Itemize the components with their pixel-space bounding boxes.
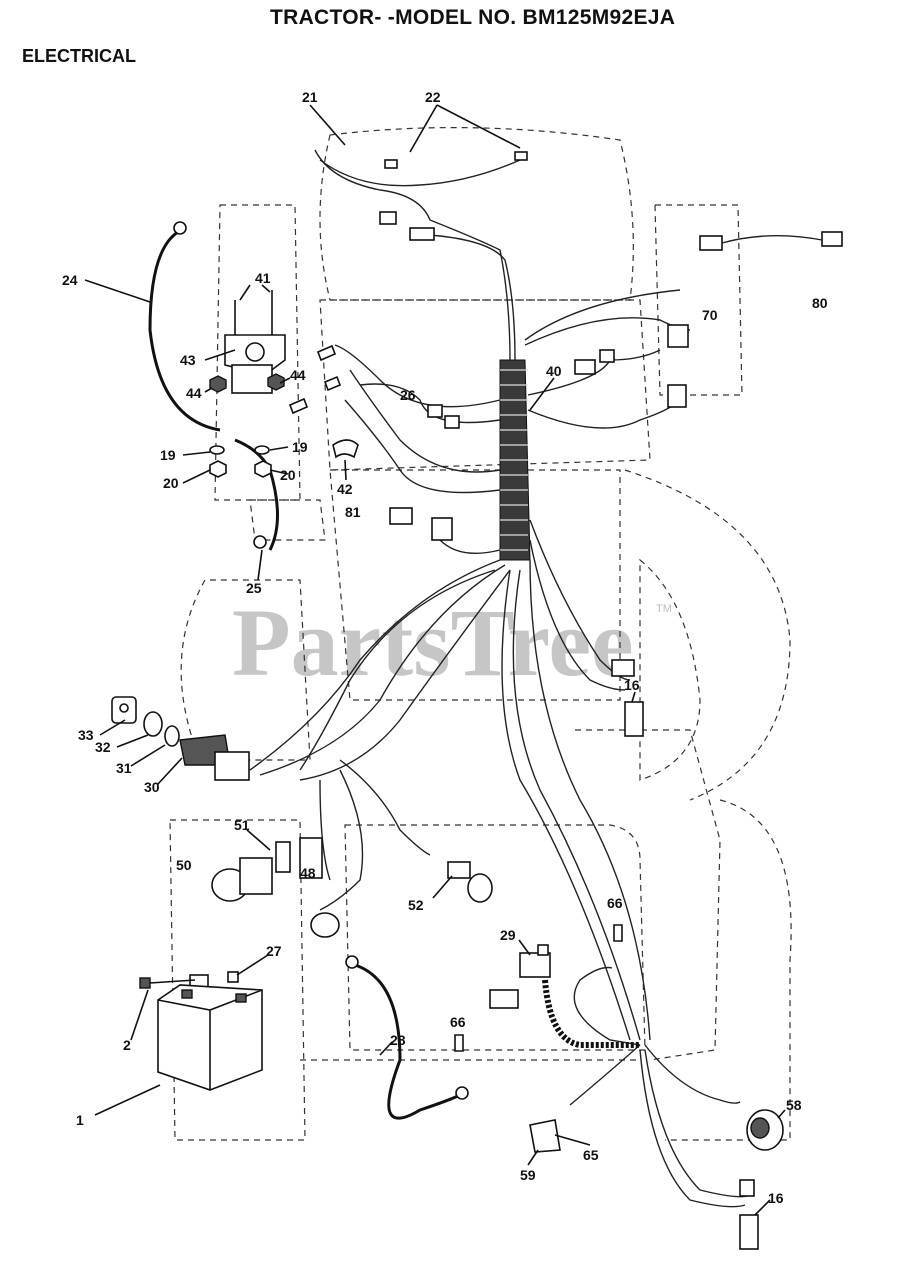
callout-51: 51 — [234, 817, 250, 833]
callout-19-right: 19 — [292, 439, 308, 455]
callout-32: 32 — [95, 739, 111, 755]
callout-16-upper: 16 — [624, 677, 640, 693]
callout-19-left: 19 — [160, 447, 176, 463]
callout-66-upper: 66 — [607, 895, 623, 911]
callout-50: 50 — [176, 857, 192, 873]
callout-41: 41 — [255, 270, 271, 286]
callout-20-right: 20 — [280, 467, 296, 483]
callout-1: 1 — [76, 1112, 84, 1128]
callout-30: 30 — [144, 779, 160, 795]
watermark-text: PartsTree — [232, 589, 634, 696]
callout-20-left: 20 — [163, 475, 179, 491]
seat-switch-parts — [529, 1109, 784, 1153]
solenoid-assembly — [209, 290, 286, 478]
callout-80: 80 — [812, 295, 828, 311]
callout-21: 21 — [302, 89, 318, 105]
wire-harness-coil — [499, 359, 531, 561]
misc-parts — [139, 924, 623, 1052]
callout-25: 25 — [246, 580, 262, 596]
callout-52: 52 — [408, 897, 424, 913]
callout-42: 42 — [337, 481, 353, 497]
lower-coil — [542, 979, 640, 1048]
harness-wires — [249, 149, 751, 1208]
callout-22: 22 — [425, 89, 441, 105]
callout-2: 2 — [123, 1037, 131, 1053]
callout-28: 28 — [390, 1032, 406, 1048]
battery-cables — [148, 221, 469, 1120]
callout-44-left: 44 — [186, 385, 202, 401]
section-label: ELECTRICAL — [22, 46, 136, 66]
callout-40: 40 — [546, 363, 562, 379]
switch-parts — [211, 837, 493, 938]
callout-70: 70 — [702, 307, 718, 323]
page-title: TRACTOR- -MODEL NO. BM125M92EJA — [270, 6, 676, 29]
callout-29: 29 — [500, 927, 516, 943]
callout-26: 26 — [400, 387, 416, 403]
callout-66-lower: 66 — [450, 1014, 466, 1030]
callout-81: 81 — [345, 504, 361, 520]
watermark-trademark: TM — [656, 603, 672, 615]
connectors — [288, 151, 843, 1250]
callout-44-right: 44 — [290, 367, 306, 383]
ignition-switch-parts — [111, 696, 250, 781]
callout-27: 27 — [266, 943, 282, 959]
callout-59: 59 — [520, 1167, 536, 1183]
callout-43: 43 — [180, 352, 196, 368]
battery — [157, 984, 263, 1091]
callout-58: 58 — [786, 1097, 802, 1113]
callout-48: 48 — [300, 865, 316, 881]
callout-65: 65 — [583, 1147, 599, 1163]
callout-31: 31 — [116, 760, 132, 776]
callout-16-lower: 16 — [768, 1190, 784, 1206]
callout-24: 24 — [62, 272, 78, 288]
callout-33: 33 — [78, 727, 94, 743]
callout-leaders — [84, 104, 786, 1216]
callout-labels: 21 22 24 41 43 44 44 19 19 20 20 42 26 4… — [62, 89, 828, 1206]
